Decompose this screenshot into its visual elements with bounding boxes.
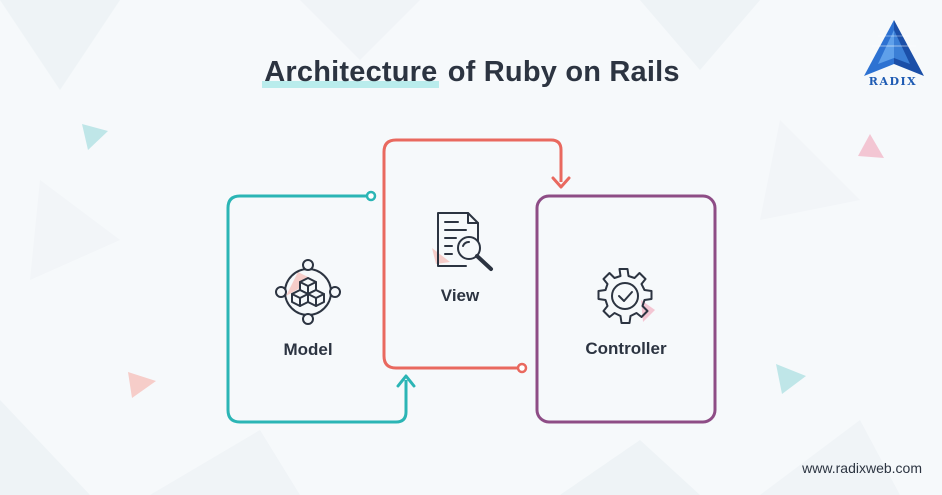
model-label: Model [283, 340, 333, 359]
view-connector-dot [516, 362, 528, 374]
view-label: View [440, 286, 480, 305]
model-connector-dot [365, 190, 377, 202]
decor-triangle-teal [776, 364, 806, 394]
radix-logo [864, 20, 924, 76]
decor-triangle-pink [128, 372, 156, 398]
title-highlight: Architecture [262, 56, 440, 88]
view-box-outline [382, 138, 563, 370]
title-rest: of Ruby on Rails [439, 56, 680, 88]
decor-triangle-teal [82, 124, 108, 150]
controller-label: Controller [585, 339, 667, 358]
page-title: Architecture of Ruby on Rails [0, 56, 942, 89]
controller-box-outline [535, 194, 717, 424]
cubes-network-icon [275, 259, 341, 325]
model-arrowhead [396, 374, 416, 388]
view-arrowhead [551, 176, 571, 189]
website-url: www.radixweb.com [802, 460, 922, 476]
document-search-icon [432, 212, 493, 271]
decor-triangle-pink [858, 134, 884, 158]
logo-text: RADIX [868, 75, 918, 88]
model-box-outline [226, 194, 408, 424]
gear-check-icon [597, 268, 655, 324]
